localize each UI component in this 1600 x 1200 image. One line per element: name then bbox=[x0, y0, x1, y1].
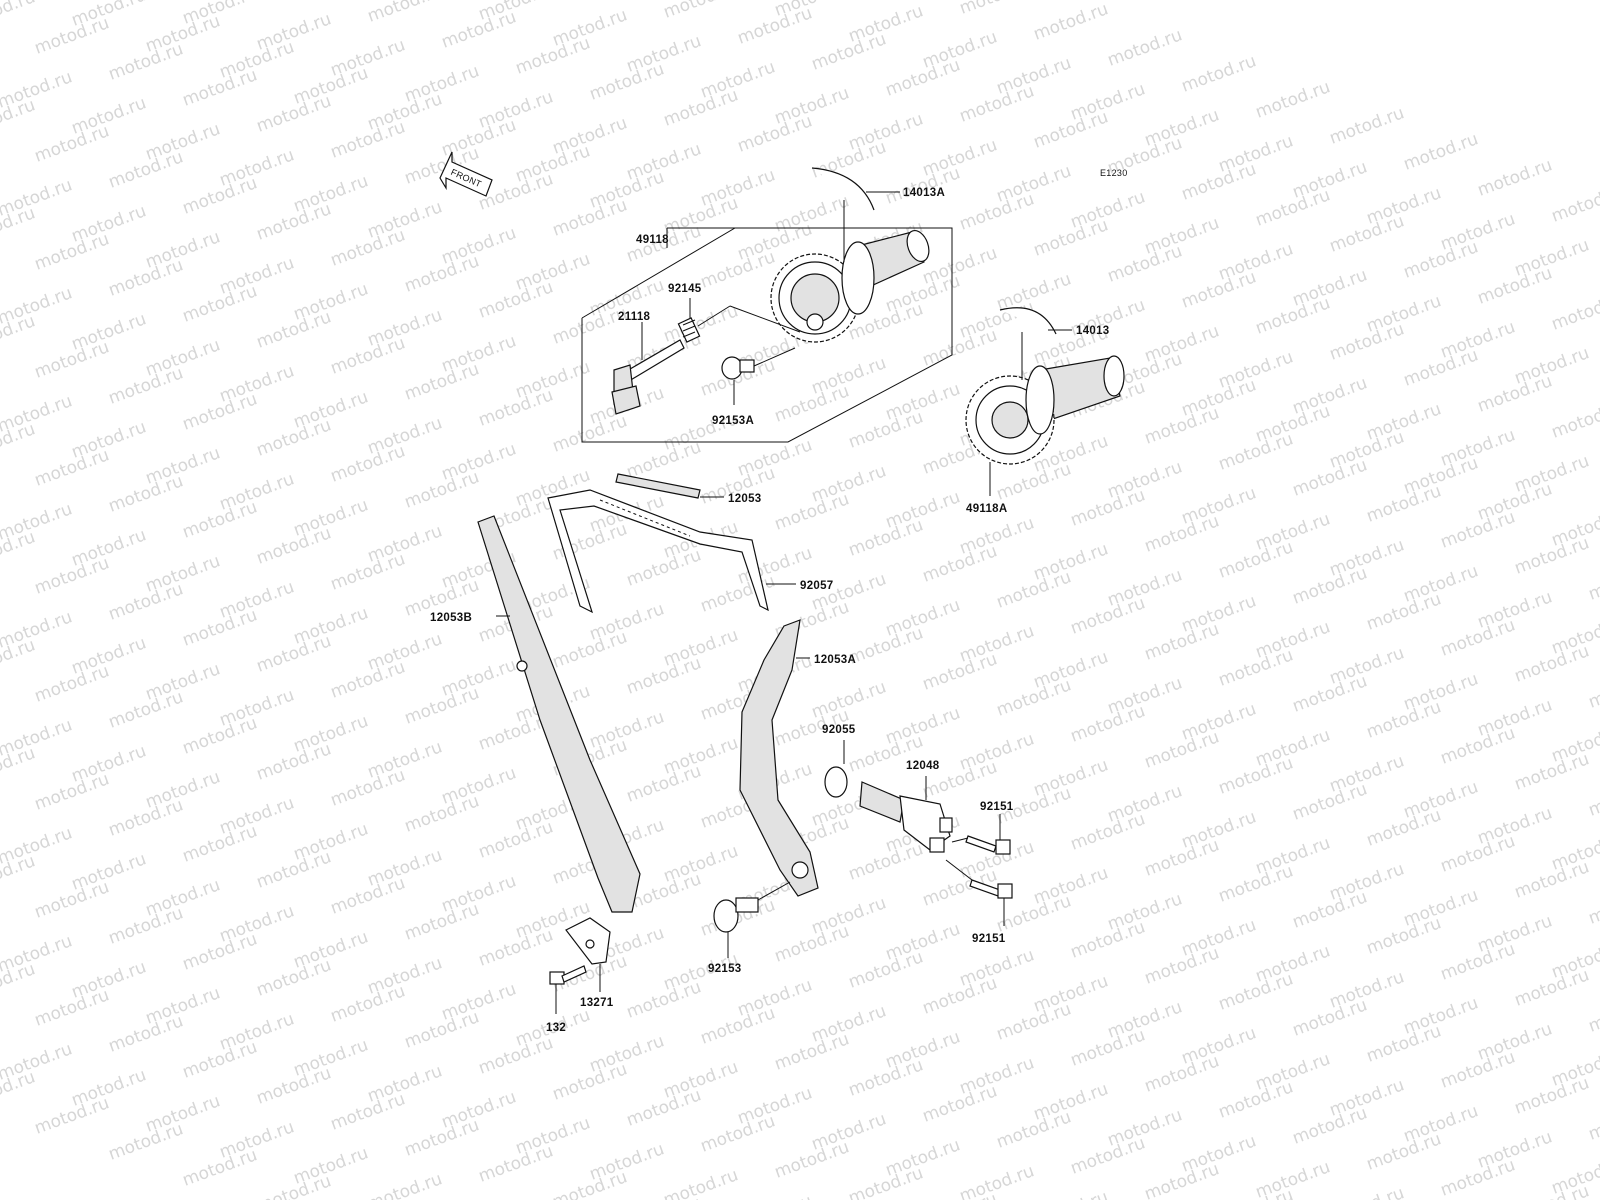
circlip-14013A bbox=[811, 167, 875, 211]
watermark-text: motod.ru bbox=[0, 473, 1, 518]
watermark-text: motod.ru bbox=[1549, 289, 1600, 334]
watermark-text: motod.ru bbox=[291, 0, 371, 1]
circlip-14013 bbox=[999, 307, 1057, 335]
watermark-text: motod.ru bbox=[1586, 991, 1600, 1036]
callout-13271: 13271 bbox=[580, 997, 614, 1009]
bolt-92151-lower bbox=[969, 879, 1013, 899]
watermark-text: motod.ru bbox=[957, 0, 1037, 19]
callout-14013A: 14013A bbox=[903, 187, 945, 199]
callout-12053A: 12053A bbox=[814, 654, 856, 666]
watermark-text: motod.ru bbox=[0, 365, 1, 410]
watermark-text: motod.ru bbox=[1253, 77, 1333, 122]
bolt-92151-upper bbox=[965, 835, 1011, 855]
watermark-text: motod.ru bbox=[0, 581, 1, 626]
watermark-text: motod.ru bbox=[0, 797, 1, 842]
chain-guide-12053 bbox=[615, 473, 701, 499]
watermark-text: motod.ru bbox=[1031, 1187, 1111, 1200]
watermark-text: motod.ru bbox=[1549, 397, 1600, 442]
callout-92153A: 92153A bbox=[712, 415, 754, 427]
watermark-text: motod.ru bbox=[0, 41, 1, 86]
watermark-text: motod.ru bbox=[0, 257, 1, 302]
cam-chain-92057 bbox=[547, 489, 769, 614]
watermark-text: motod.ru bbox=[1586, 775, 1600, 820]
watermark-text: motod.ru bbox=[1327, 1183, 1407, 1200]
callout-92153: 92153 bbox=[708, 963, 741, 975]
callout-49118: 49118 bbox=[636, 234, 669, 246]
callout-12048: 12048 bbox=[906, 760, 940, 772]
callout-92151-upper: 92151 bbox=[980, 801, 1014, 813]
callout-92145: 92145 bbox=[668, 283, 702, 295]
stopper-plate-13271 bbox=[565, 917, 611, 965]
callout-92055: 92055 bbox=[822, 724, 856, 736]
watermark-text: motod.ru bbox=[1586, 1099, 1600, 1144]
callout-92057: 92057 bbox=[800, 580, 833, 592]
diagram-code: E1230 bbox=[1100, 168, 1128, 178]
watermark-text: motod.ru bbox=[365, 1169, 445, 1200]
watermark-text: motod.ru bbox=[1179, 51, 1259, 96]
watermark-text: motod.ru bbox=[1586, 883, 1600, 928]
watermark-text: motod.ru bbox=[1586, 559, 1600, 604]
o-ring-92055 bbox=[824, 766, 848, 798]
callout-92151-lower: 92151 bbox=[972, 933, 1006, 945]
watermark-text: motod.ru bbox=[661, 0, 741, 23]
watermark-text: motod.ru bbox=[0, 0, 38, 33]
decompressor-lever-21118 bbox=[611, 339, 685, 415]
spring-92145 bbox=[677, 317, 701, 343]
watermark-text: motod.ru bbox=[0, 149, 1, 194]
callout-132: 132 bbox=[546, 1022, 566, 1034]
callout-14013: 14013 bbox=[1076, 325, 1109, 337]
watermark-text: motod.ru bbox=[1327, 103, 1407, 148]
front-arrow: FRONT bbox=[439, 151, 493, 197]
watermark-text: motod.ru bbox=[0, 689, 1, 734]
watermark-text: motod.ru bbox=[1586, 667, 1600, 712]
callout-12053: 12053 bbox=[728, 493, 761, 505]
watermark-text: motod.ru bbox=[439, 1195, 519, 1200]
watermark-text: motod.ru bbox=[1549, 181, 1600, 226]
watermark-text: motod.ru bbox=[1031, 0, 1111, 45]
chain-guide-12053B bbox=[477, 515, 641, 913]
watermark-text: motod.ru bbox=[0, 1013, 1, 1058]
bolt-132 bbox=[549, 965, 587, 985]
callout-12053B: 12053B bbox=[430, 612, 472, 624]
bolt-92153A bbox=[721, 356, 755, 380]
watermark-text: motod.ru bbox=[661, 1165, 741, 1200]
watermark-text: motod.ru bbox=[735, 1191, 815, 1200]
camshaft-intake bbox=[770, 229, 930, 343]
callout-49118A: 49118A bbox=[966, 503, 1007, 515]
watermark-text: motod.ru bbox=[1105, 25, 1185, 70]
camshaft-exhaust bbox=[965, 355, 1125, 465]
bolt-92153 bbox=[713, 897, 759, 933]
tensioner-arm-12053A bbox=[739, 619, 819, 897]
watermark-text: motod.ru bbox=[365, 0, 445, 27]
watermark-text: motod.ru bbox=[0, 905, 1, 950]
callout-21118: 21118 bbox=[618, 311, 651, 323]
watermark-text: motod.ru bbox=[1475, 155, 1555, 200]
cam-chain-tensioner-12048 bbox=[859, 781, 953, 853]
watermark-text: motod.ru bbox=[957, 1161, 1037, 1200]
watermark-text: motod.ru bbox=[1401, 129, 1481, 174]
